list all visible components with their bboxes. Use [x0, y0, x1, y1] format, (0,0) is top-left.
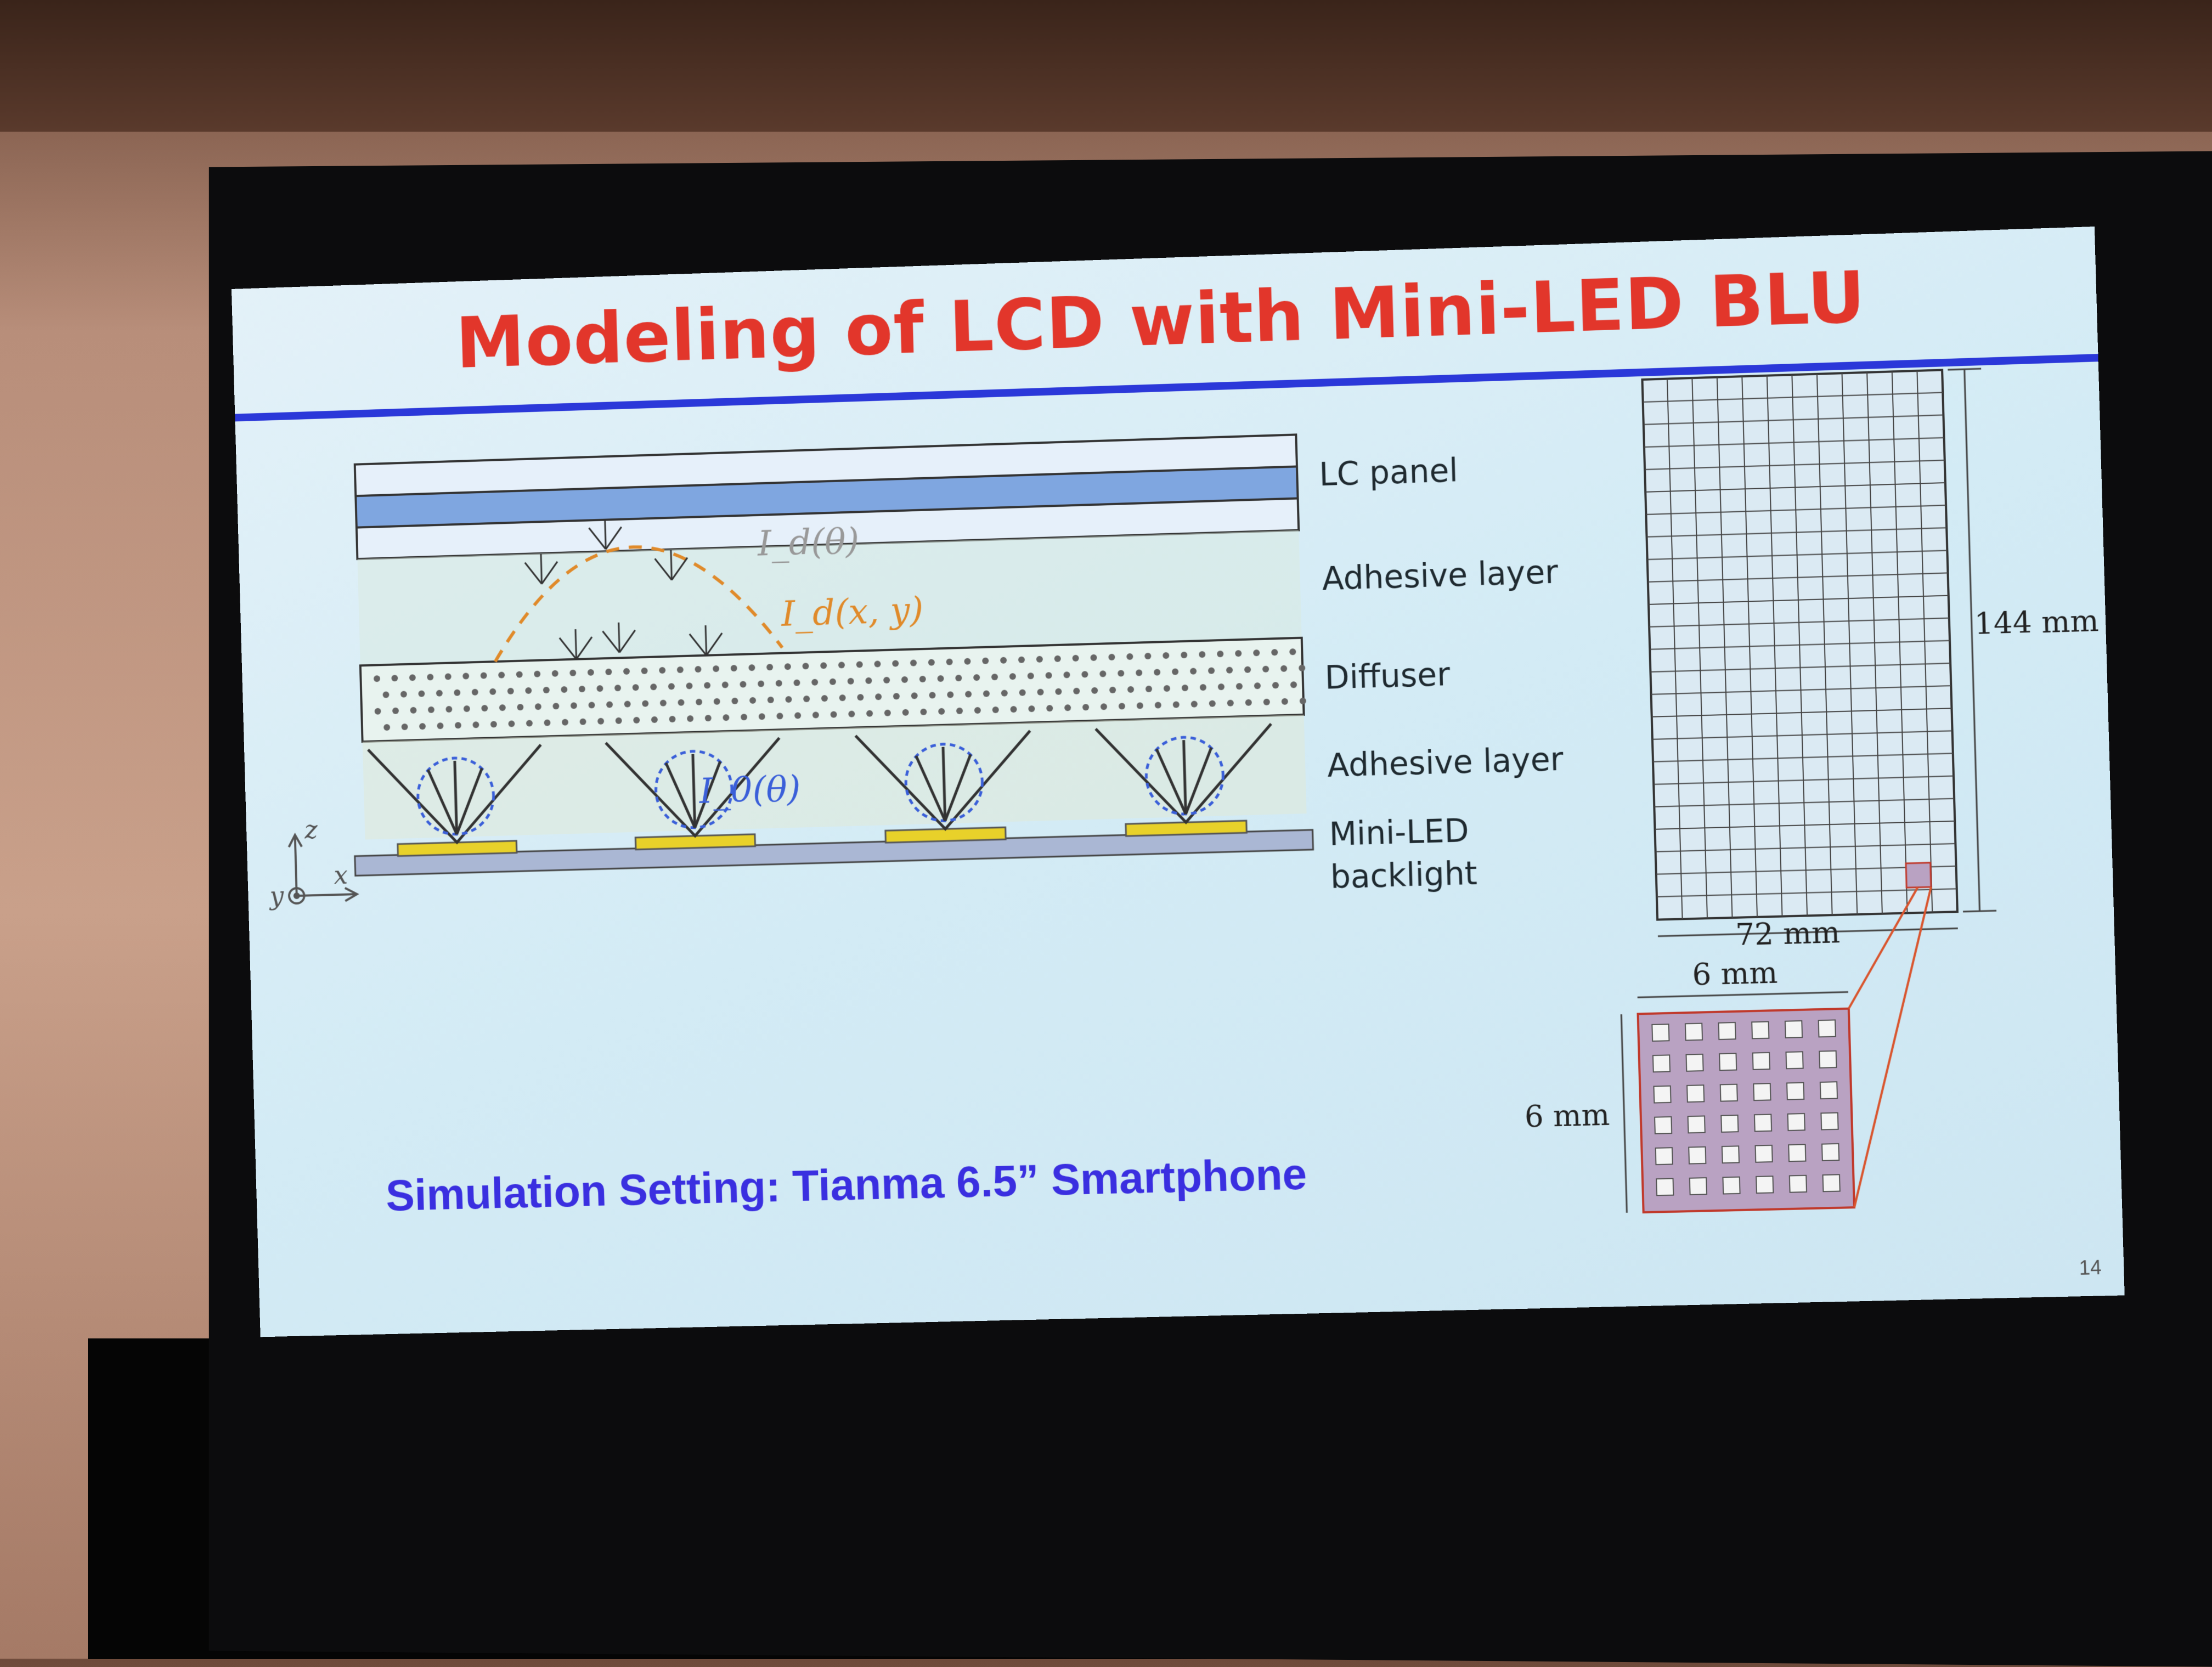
backlight-zone-grid — [1642, 370, 1957, 919]
label-lc-panel: LC panel — [1319, 451, 1459, 493]
axis-z-label: z — [303, 815, 318, 844]
height-dimension-label: 144 mm — [1974, 603, 2099, 642]
label-diffuser: Diffuser — [1324, 656, 1451, 697]
label-source-intensity: I_0(θ) — [698, 768, 802, 812]
label-adhesive-top: Adhesive layer — [1322, 553, 1559, 597]
label-mini-led-backlight: Mini-LED backlight — [1329, 809, 1478, 899]
room-ceiling — [0, 0, 2212, 132]
label-mini-led-line2: backlight — [1330, 852, 1478, 899]
zoom-arrow-bottom — [1846, 887, 1940, 1207]
label-intensity-xy: I_d(x, y) — [780, 590, 924, 635]
zoomed-zone — [1638, 1009, 1854, 1212]
width-dimension-label: 72 mm — [1735, 915, 1841, 953]
label-adhesive-bottom: Adhesive layer — [1327, 741, 1564, 784]
zone-height-label: 6 mm — [1524, 1097, 1610, 1134]
axis-y-label: y — [268, 881, 285, 911]
label-mini-led-line1: Mini-LED — [1329, 809, 1477, 856]
zone-width-label: 6 mm — [1692, 955, 1778, 992]
label-intensity-angle: I_d(θ) — [757, 521, 860, 564]
axis-x-label: x — [334, 861, 348, 890]
page-number: 14 — [2079, 1256, 2102, 1280]
highlighted-zone — [1906, 863, 1931, 888]
presentation-slide: Modeling of LCD with Mini-LED BLU — [232, 227, 2125, 1337]
